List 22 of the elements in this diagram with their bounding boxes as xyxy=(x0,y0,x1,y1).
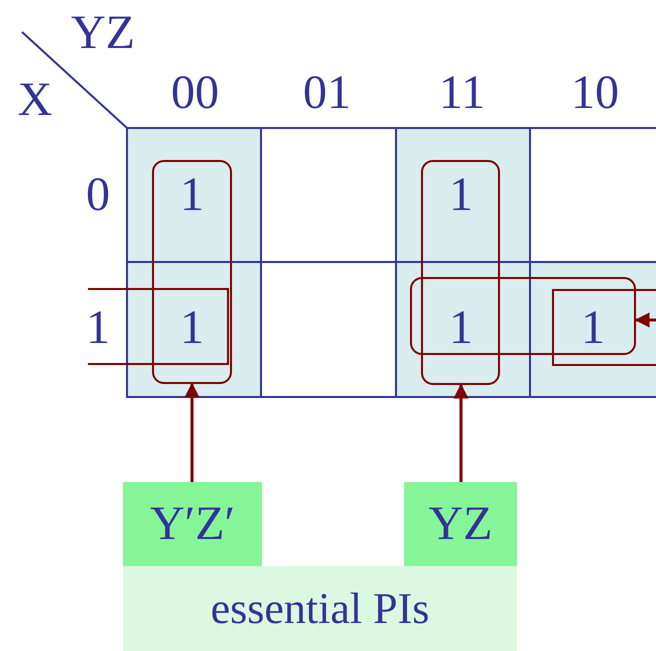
row-label: 0 xyxy=(86,171,110,219)
column-header: 11 xyxy=(438,69,486,117)
term-box: Y′Z′ xyxy=(123,482,262,566)
row-label: 1 xyxy=(86,304,110,352)
cell-value: 1 xyxy=(180,304,204,352)
axis-label: YZ xyxy=(71,9,135,57)
axis-label: X xyxy=(18,76,52,124)
term-box: YZ xyxy=(404,482,517,566)
cell-value: 1 xyxy=(180,171,204,219)
grouping-loop xyxy=(152,160,232,384)
column-header: 10 xyxy=(571,69,619,117)
caption-band: essential PIs xyxy=(123,566,517,651)
arrow xyxy=(184,382,200,482)
cell-value: 1 xyxy=(449,304,473,352)
column-header: 01 xyxy=(303,69,351,117)
cell-value: 1 xyxy=(581,304,605,352)
cell-value: 1 xyxy=(449,171,473,219)
grouping-loop xyxy=(421,160,500,385)
column-header: 00 xyxy=(171,69,219,117)
arrow xyxy=(454,384,468,482)
grouping-loop xyxy=(410,277,636,355)
arrow xyxy=(634,312,656,328)
